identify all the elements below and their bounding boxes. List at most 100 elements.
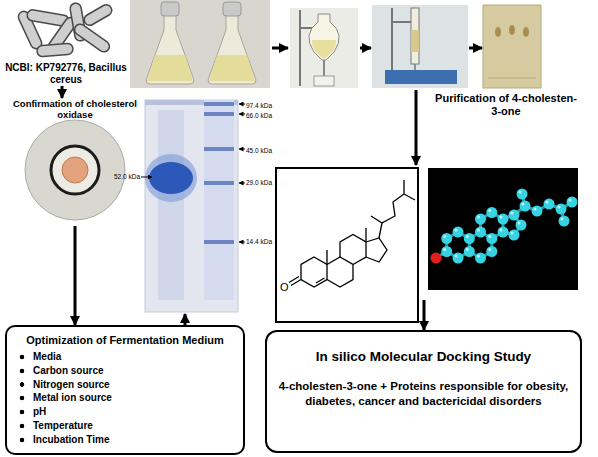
- colony: [62, 157, 88, 183]
- tlc-plate: [483, 5, 541, 88]
- leader-arrow: [239, 183, 245, 184]
- process-arrow: [415, 90, 418, 165]
- docking-box: In silico Molecular Docking Study 4-chole…: [265, 330, 582, 453]
- separating-funnel-photo: [290, 8, 358, 88]
- atom-symbol: O: [280, 281, 289, 294]
- tlc-spot: [523, 27, 529, 37]
- flow-arrow: [61, 86, 64, 98]
- purification-node: Purification of 4-cholesten-3-one: [420, 92, 578, 300]
- marker-band: [204, 112, 234, 116]
- foil-cap: [161, 2, 179, 16]
- culture-liquid: [209, 55, 255, 81]
- double-bond: [316, 278, 325, 283]
- bacteria-illustration: [17, 2, 114, 57]
- bullet-item: pH: [17, 405, 233, 419]
- marker-lane: [204, 100, 234, 300]
- box-heading: In silico Molecular Docking Study: [275, 348, 572, 365]
- plate-node: Confirmation of cholesterol oxidase: [8, 98, 142, 226]
- process-arrow: [272, 47, 288, 50]
- bacterium-rod: [37, 43, 74, 57]
- process-arrows: [272, 48, 482, 165]
- flask: [208, 8, 256, 84]
- molecular-weight-label: 97.4 kDa: [246, 102, 272, 110]
- optimization-box: Optimization of Fermentation MediumMedia…: [5, 325, 245, 455]
- model-bonds: [436, 194, 572, 258]
- leader-arrow: [239, 149, 245, 150]
- sds-page-gel: [141, 100, 245, 312]
- marker-band: [204, 147, 234, 151]
- ring-b: [327, 257, 353, 287]
- column-band: [411, 30, 419, 52]
- beaker: [314, 76, 334, 86]
- flow-arrow: [423, 300, 426, 330]
- stand-rod: [391, 8, 393, 80]
- marker-band: [204, 240, 234, 244]
- extract-liquid: [312, 40, 336, 58]
- petri-dish: [25, 120, 125, 220]
- molecule-3d-model: [428, 168, 578, 290]
- tlc-plate-photo: [483, 5, 541, 88]
- column-tip: [414, 64, 416, 70]
- protein-halo: [145, 154, 197, 202]
- molecular-weight-label: 66.0 kDa: [246, 112, 272, 120]
- bullet-item: Metal ion source: [17, 391, 233, 405]
- bacterium-rod: [82, 3, 113, 28]
- glass-column: [411, 8, 419, 64]
- marker-band: [204, 181, 234, 185]
- flow-arrow: [184, 314, 187, 325]
- gel-node: 97.4 kDa 66.0 kDa 45.0 kDa 52.0 kDa 29.0 kDa…: [110, 98, 280, 314]
- bacterium-rod: [72, 22, 111, 54]
- photo-background: [130, 0, 270, 88]
- structure-panel: [276, 168, 418, 322]
- step-heading: Purification of 4-cholesten-3-one: [434, 92, 578, 118]
- box-body: 4-cholesten-3-one + Proteins responsible…: [275, 379, 572, 409]
- marker-band: [204, 102, 234, 106]
- bullet-item: Carbon source: [17, 364, 233, 378]
- structure-frame: [276, 168, 418, 322]
- atom-highlights: [445, 192, 570, 256]
- organism-label: NCBI: KP792776, Bacillus cereus: [4, 62, 128, 86]
- flow-arrow: [74, 226, 77, 325]
- side-chain: [371, 180, 415, 238]
- ring-a: [301, 257, 327, 287]
- origin-line: [488, 78, 536, 79]
- process-arrow: [360, 47, 371, 50]
- stand-rod: [299, 10, 301, 86]
- photo-background: [290, 8, 358, 88]
- funnel: [309, 14, 339, 60]
- agar-plate: [25, 120, 125, 220]
- clamp: [392, 21, 411, 23]
- tlc-spot: [495, 27, 501, 37]
- box-heading: Optimization of Fermentation Medium: [17, 333, 233, 347]
- carbonyl-bond: [289, 277, 301, 286]
- bullet-item: Incubation Time: [17, 433, 233, 447]
- protein-band: [149, 162, 193, 194]
- methyl-bond: [327, 228, 366, 265]
- column-photo: [372, 5, 468, 88]
- carbon-atoms: [447, 194, 572, 258]
- molecular-weight-label: 14.4 kDa: [246, 238, 272, 246]
- leader-arrow: [141, 177, 152, 178]
- molecular-weight-label: 45.0 kDa: [246, 147, 272, 155]
- flask-photo: [130, 0, 270, 88]
- gel: [145, 100, 238, 312]
- tlc-spot: [509, 25, 515, 35]
- molecular-weight-label: 52.0 kDa: [114, 173, 140, 181]
- ring-c: [340, 235, 366, 265]
- leader-arrow: [239, 242, 245, 243]
- molecular-weight-label: 29.0 kDa: [246, 179, 272, 187]
- bullet-item: Media: [17, 350, 233, 364]
- bullet-item: Nitrogen source: [17, 378, 233, 392]
- process-arrow: [469, 47, 482, 50]
- sample-lane: [158, 110, 184, 300]
- organism-node: NCBI: KP792776, Bacillus cereus: [2, 2, 130, 86]
- culture-liquid: [147, 55, 193, 81]
- photo-background: [372, 5, 468, 88]
- foil-cap: [223, 2, 241, 16]
- leader-arrow: [239, 114, 245, 115]
- bullet-item: Temperature: [17, 419, 233, 433]
- ring-d: [366, 238, 387, 262]
- model-background: [428, 168, 578, 290]
